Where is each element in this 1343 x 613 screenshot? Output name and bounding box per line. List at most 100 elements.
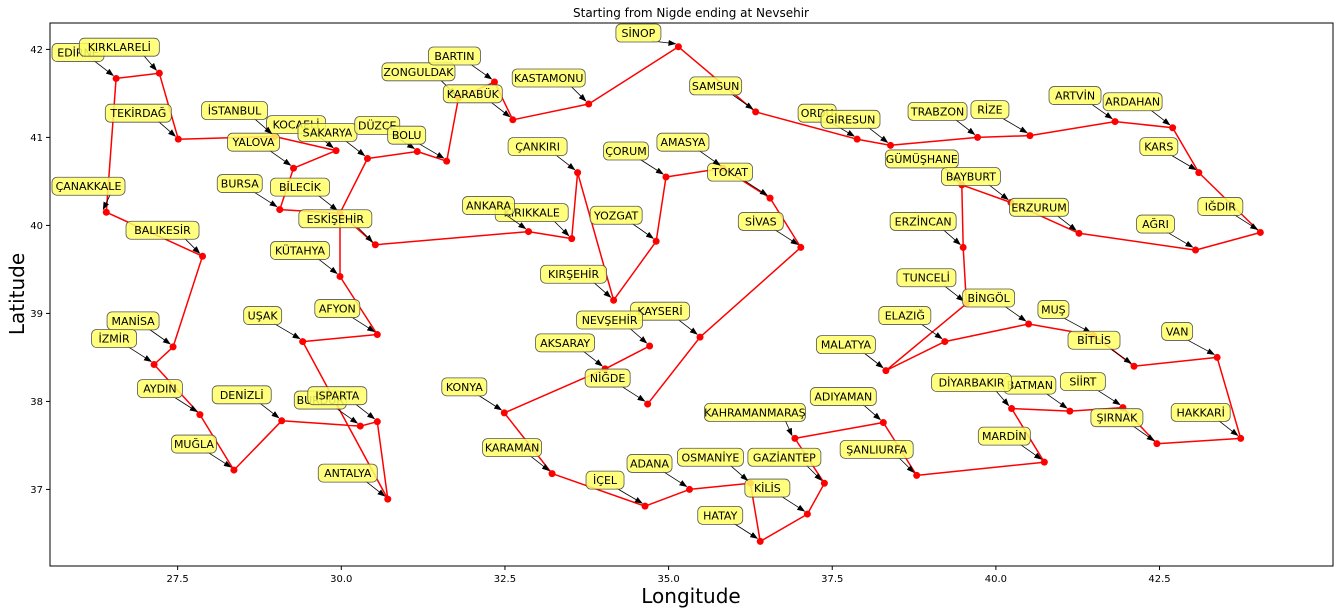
label-arrow	[1186, 339, 1216, 355]
label-box	[270, 177, 330, 197]
city-label: KARAMAN	[482, 438, 550, 472]
city-point	[102, 208, 110, 216]
city-name: MANİSA	[111, 315, 155, 328]
city-label: ŞIRNAK	[1090, 408, 1155, 442]
label-box	[820, 109, 881, 129]
label-box	[216, 174, 263, 193]
x-tick-label: 40.0	[985, 574, 1007, 585]
label-box	[442, 84, 503, 104]
city-point	[886, 141, 894, 149]
city-label: MALATYA	[816, 335, 884, 369]
label-box	[387, 125, 427, 145]
label-arrow	[1233, 214, 1259, 230]
city-name: UŞAK	[248, 310, 279, 323]
label-box	[941, 167, 1001, 186]
label-arrow	[1096, 389, 1121, 406]
city-name: MUŞ	[1041, 303, 1066, 316]
city-name: DİYARBAKIR	[939, 376, 1005, 389]
city-point	[1213, 353, 1221, 361]
city-name: HAKKARİ	[1176, 406, 1224, 419]
city-point	[169, 343, 177, 351]
city-label: TOKAT	[707, 162, 768, 196]
city-label: ESKİŞEHİR	[298, 209, 374, 243]
label-arrow	[988, 184, 1009, 201]
chart-title: Starting from Nigde ending at Nevsehir	[573, 6, 809, 20]
city-label: KİLİS	[744, 478, 806, 512]
city-label: NEVŞEHİR	[576, 310, 648, 344]
city-label: SAKARYA	[297, 123, 366, 157]
label-box	[104, 103, 172, 123]
city-point	[373, 331, 381, 339]
city-name: GAZİANTEP	[753, 451, 816, 464]
label-arrow	[477, 394, 503, 411]
city-name: GİRESUN	[826, 113, 876, 126]
city-point	[500, 409, 508, 417]
city-name: TUNCELİ	[902, 272, 950, 285]
city-point	[174, 135, 182, 143]
label-box	[1197, 197, 1244, 216]
city-label: UŞAK	[243, 306, 301, 340]
label-arrow	[733, 523, 759, 539]
label-box	[816, 335, 876, 355]
label-box	[697, 505, 744, 525]
city-name: KAYSERİ	[637, 305, 682, 318]
label-arrow	[620, 385, 646, 402]
city-label: ÇANKIRI	[507, 137, 576, 171]
city-point	[853, 135, 861, 143]
label-arrow	[157, 120, 177, 137]
label-arrow	[259, 402, 280, 419]
city-name: KARS	[1144, 141, 1173, 154]
label-arrow	[254, 118, 273, 135]
city-label: DİYARBAKIR	[931, 373, 1012, 407]
city-point	[1008, 404, 1016, 412]
city-point	[913, 471, 921, 479]
label-arrow	[629, 327, 648, 344]
label-arrow	[253, 191, 278, 208]
label-arrow	[93, 60, 114, 77]
city-point	[155, 69, 163, 77]
city-point	[1026, 132, 1034, 140]
city-point	[756, 537, 764, 545]
city-point	[644, 400, 652, 408]
x-tick-label: 35.0	[657, 574, 679, 585]
city-name: DÜZCE	[358, 119, 397, 132]
label-arrow	[774, 229, 799, 245]
label-box	[243, 306, 283, 325]
city-name: ADIYAMAN	[814, 391, 872, 404]
city-point	[686, 485, 694, 493]
city-point	[610, 296, 618, 304]
label-arrow	[184, 237, 201, 254]
label-arrow	[863, 352, 884, 369]
label-arrow	[173, 396, 198, 413]
city-label: BALIKESİR	[125, 220, 201, 254]
label-arrow	[207, 451, 232, 468]
label-arrow	[148, 328, 171, 345]
city-name: MARDİN	[982, 430, 1027, 443]
city-name: AYDIN	[143, 383, 176, 396]
city-name: ÇANAKKALE	[56, 180, 122, 193]
city-point	[1195, 169, 1203, 177]
city-name: ERZURUM	[1011, 201, 1066, 214]
label-box	[1161, 322, 1194, 341]
label-arrow	[631, 222, 654, 239]
label-arrow	[1056, 215, 1077, 231]
city-point	[230, 466, 238, 474]
label-arrow	[616, 487, 643, 504]
label-box	[1139, 137, 1179, 157]
label-arrow	[1109, 347, 1132, 364]
city-point	[278, 417, 286, 425]
city-label: HAKKARİ	[1170, 402, 1239, 437]
label-box	[125, 220, 200, 240]
label-arrow	[1001, 117, 1028, 134]
city-name: ŞANLIURFA	[846, 443, 907, 456]
city-name: ESKİŞEHİR	[307, 213, 365, 226]
label-arrow	[698, 149, 721, 166]
label-arrow	[780, 495, 806, 512]
label-arrow	[344, 140, 366, 157]
label-arrow	[469, 63, 493, 80]
city-point	[882, 367, 890, 375]
city-name: YOZGAT	[593, 209, 639, 222]
city-point	[803, 510, 811, 518]
label-arrow	[490, 101, 511, 118]
city-label: HATAY	[697, 505, 759, 539]
